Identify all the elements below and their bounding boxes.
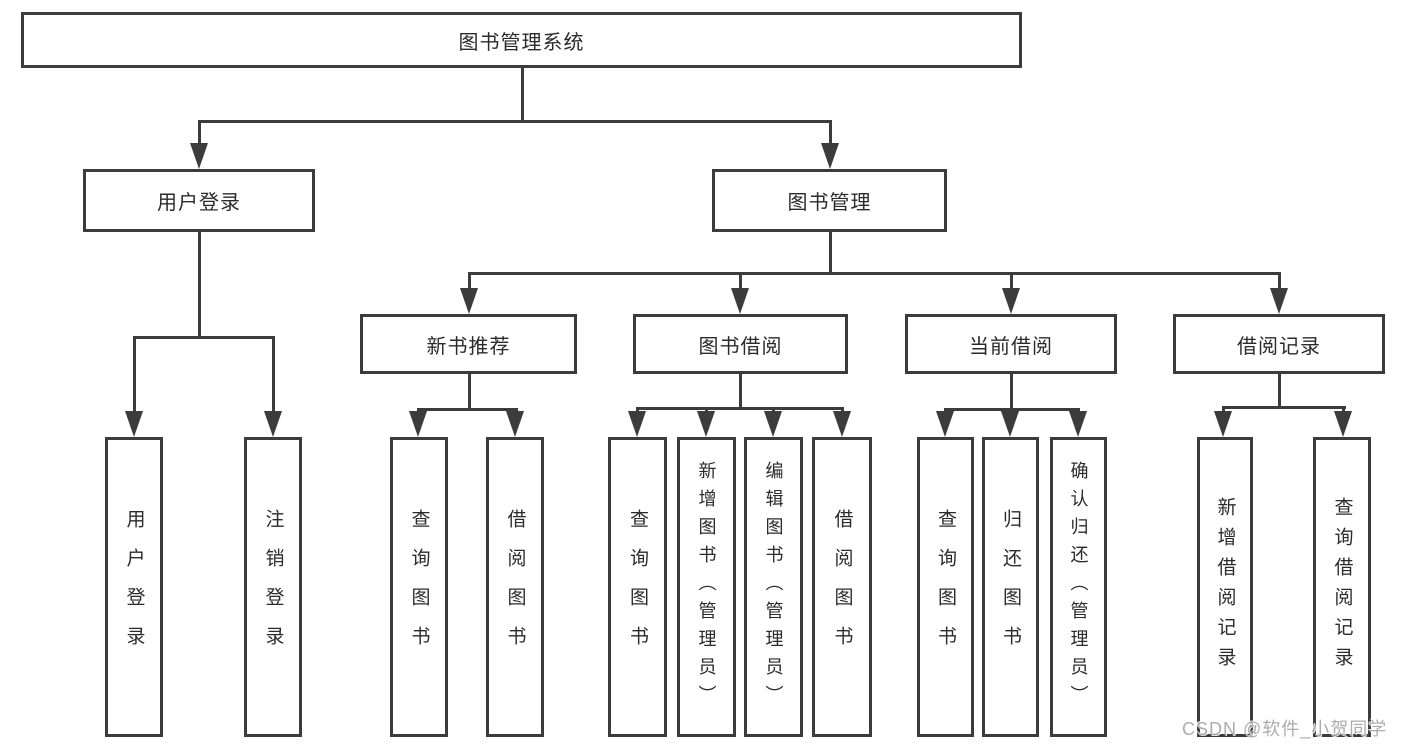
- leaf-return-book: 归还图书: [982, 437, 1039, 737]
- arrow-down-icon: [1214, 411, 1232, 437]
- node-book-management: 图书管理: [712, 169, 947, 232]
- csdn-watermark: CSDN @软件_小贺同学: [1182, 719, 1388, 739]
- connector-vline: [739, 272, 742, 290]
- leaf-query-borrow-record: 查询借阅记录: [1313, 437, 1371, 737]
- connector-hline: [133, 336, 275, 339]
- connector-vline: [1010, 374, 1013, 408]
- connector-vline: [133, 336, 136, 412]
- connector-vline: [468, 374, 471, 408]
- arrow-down-icon: [936, 411, 954, 437]
- connector-vline: [1222, 406, 1225, 414]
- connector-vline: [772, 407, 775, 414]
- connector-vline: [739, 374, 742, 407]
- connector-vline: [468, 272, 471, 290]
- arrow-down-icon: [190, 143, 208, 169]
- connector-vline: [829, 120, 832, 144]
- connector-hline: [636, 407, 844, 410]
- node-current-borrow: 当前借阅: [905, 314, 1117, 374]
- connector-hline: [944, 408, 1080, 411]
- node-borrow-records: 借阅记录: [1173, 314, 1385, 374]
- connector-vline: [841, 407, 844, 414]
- connector-vline: [1278, 272, 1281, 290]
- arrow-down-icon: [460, 288, 478, 314]
- leaf-current-query-book: 查询图书: [917, 437, 974, 737]
- leaf-recommend-query-book: 查询图书: [390, 437, 448, 737]
- leaf-add-book-admin: 新增图书（管理员）: [677, 437, 736, 737]
- connector-hline: [417, 408, 518, 411]
- arrow-down-icon: [628, 411, 646, 437]
- connector-vline: [829, 232, 832, 272]
- arrow-down-icon: [731, 288, 749, 314]
- connector-hline: [468, 272, 1281, 275]
- node-book-borrow: 图书借阅: [633, 314, 848, 374]
- node-new-book-recommend: 新书推荐: [360, 314, 577, 374]
- connector-hline: [198, 120, 832, 123]
- connector-vline: [705, 407, 708, 414]
- node-user-login: 用户登录: [83, 169, 315, 232]
- leaf-borrow-book: 借阅图书: [812, 437, 872, 737]
- arrow-down-icon: [264, 411, 282, 437]
- connector-vline: [198, 120, 201, 144]
- arrow-down-icon: [506, 411, 524, 437]
- connector-hline: [1222, 406, 1346, 409]
- node-root: 图书管理系统: [21, 12, 1022, 68]
- arrow-down-icon: [125, 411, 143, 437]
- leaf-add-borrow-record: 新增借阅记录: [1197, 437, 1253, 737]
- arrow-down-icon: [1002, 288, 1020, 314]
- connector-vline: [636, 407, 639, 414]
- leaf-edit-book-admin: 编辑图书（管理员）: [744, 437, 803, 737]
- arrow-down-icon: [1270, 288, 1288, 314]
- arrow-down-icon: [833, 411, 851, 437]
- connector-vline: [1010, 272, 1013, 290]
- arrow-down-icon: [1334, 411, 1352, 437]
- connector-vline: [198, 232, 201, 336]
- leaf-borrow-query-book: 查询图书: [608, 437, 667, 737]
- leaf-recommend-borrow-book: 借阅图书: [486, 437, 544, 737]
- arrow-down-icon: [697, 411, 715, 437]
- connector-vline: [1342, 406, 1345, 414]
- arrow-down-icon: [1069, 411, 1087, 437]
- leaf-logout: 注销登录: [244, 437, 302, 737]
- leaf-confirm-return-admin: 确认归还（管理员）: [1050, 437, 1107, 737]
- arrow-down-icon: [409, 411, 427, 437]
- arrow-down-icon: [1001, 411, 1019, 437]
- connector-vline: [521, 68, 524, 120]
- connector-vline: [1278, 374, 1281, 406]
- arrow-down-icon: [764, 411, 782, 437]
- arrow-down-icon: [821, 143, 839, 169]
- leaf-user-login: 用户登录: [105, 437, 163, 737]
- connector-vline: [272, 336, 275, 412]
